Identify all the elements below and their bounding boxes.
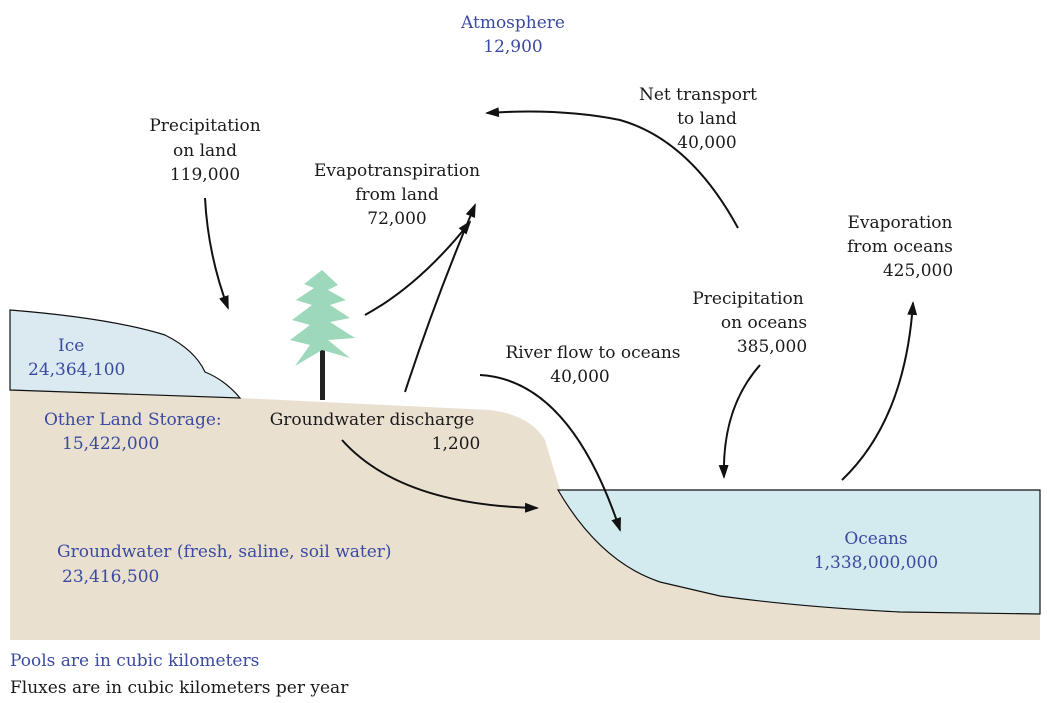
evapotranspiration-arrow-2 xyxy=(404,203,476,393)
evapotranspiration-arrow-1 xyxy=(364,220,472,316)
oceans-label: Oceans xyxy=(844,529,907,549)
net-transport-value: 40,000 xyxy=(677,133,736,153)
precip-oceans-line1: Precipitation xyxy=(692,289,803,309)
groundwater-label: Groundwater (fresh, saline, soil water) xyxy=(57,542,392,562)
precip-land-line2: on land xyxy=(173,141,237,161)
precip-oceans-arrow xyxy=(718,364,761,479)
atmosphere-value: 12,900 xyxy=(483,37,542,57)
ice-area xyxy=(9,309,242,399)
river-flow-arrow xyxy=(479,374,621,532)
evap-oceans-arrow xyxy=(841,301,918,481)
groundwater-value: 23,416,500 xyxy=(62,567,159,587)
land-area xyxy=(10,390,1040,640)
fluxes-units-note: Fluxes are in cubic kilometers per year xyxy=(10,678,349,698)
evap-oceans-line1: Evaporation xyxy=(848,213,953,233)
oceans-value: 1,338,000,000 xyxy=(814,553,938,573)
ocean-area xyxy=(556,489,1041,615)
evap-oceans-value: 425,000 xyxy=(883,261,953,281)
river-flow-line1: River flow to oceans xyxy=(505,343,680,363)
net-transport-line2: to land xyxy=(677,109,737,129)
groundwater-discharge-value: 1,200 xyxy=(432,434,481,454)
precip-land-arrow xyxy=(204,197,229,310)
precip-land-line1: Precipitation xyxy=(149,116,260,136)
net-transport-line1: Net transport xyxy=(639,85,757,105)
pools-units-note: Pools are in cubic kilometers xyxy=(10,651,259,671)
evap-oceans-line2: from oceans xyxy=(847,237,953,257)
tree-icon xyxy=(290,270,355,400)
evapotranspiration-line1: Evapotranspiration xyxy=(314,161,480,181)
river-flow-value: 40,000 xyxy=(550,367,609,387)
groundwater-discharge-arrow xyxy=(341,439,539,513)
precip-oceans-value: 385,000 xyxy=(737,337,807,357)
evapotranspiration-value: 72,000 xyxy=(367,209,426,229)
precip-land-value: 119,000 xyxy=(170,165,240,185)
ice-value: 24,364,100 xyxy=(28,360,125,380)
groundwater-discharge-line1: Groundwater discharge xyxy=(270,410,475,430)
net-transport-arrow xyxy=(485,107,739,229)
other-land-label: Other Land Storage: xyxy=(44,410,222,430)
evapotranspiration-line2: from land xyxy=(355,185,439,205)
other-land-value: 15,422,000 xyxy=(62,434,159,454)
precip-oceans-line2: on oceans xyxy=(721,313,807,333)
atmosphere-label: Atmosphere xyxy=(460,13,565,33)
ice-label: Ice xyxy=(58,336,84,356)
